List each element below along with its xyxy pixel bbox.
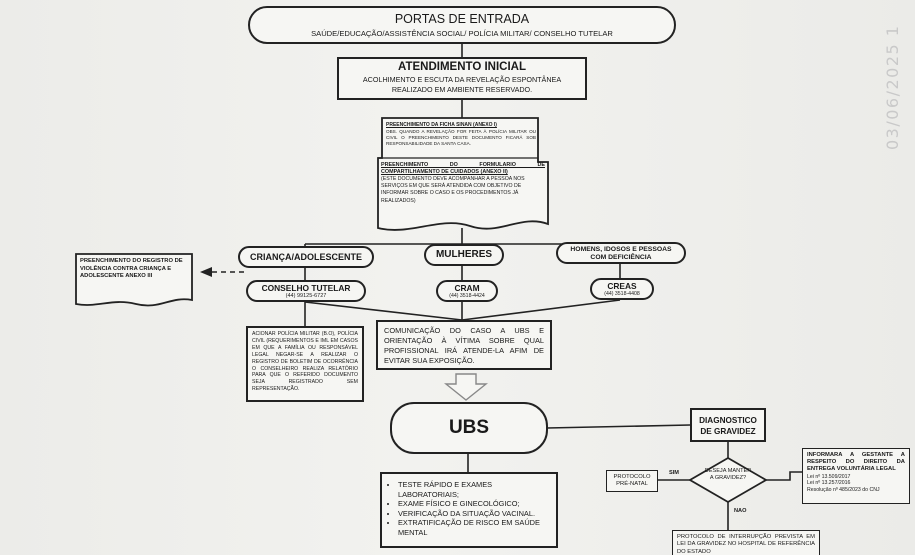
sinan-text: PREENCHIMENTO DA FICHA SINAN (ANEXO I) O… (386, 122, 536, 158)
cram-phone: (44) 3518-4424 (449, 293, 485, 299)
connector (546, 424, 691, 429)
sinan-title: PREENCHIMENTO DA FICHA SINAN (ANEXO I) (386, 122, 497, 128)
conselho-name: CONSELHO TUTELAR (261, 283, 351, 293)
atendimento-inicial-box: ATENDIMENTO INICIAL ACOLHIMENTO E ESCUTA… (337, 57, 587, 100)
list-item: TESTE RÁPIDO E EXAMES LABORATORIAIS; (398, 480, 550, 499)
law-item: Lei nº 13.509/2017 (807, 473, 851, 480)
deseja-manter-label: DESEJA MANTER A GRAVIDEZ? (704, 468, 752, 481)
connector (304, 301, 463, 321)
informar-gestante-box: INFORMARA A GESTANTE A RESPEITO DO DIREI… (802, 448, 910, 504)
atendimento-line2: REALIZADO EM AMBIENTE RESERVADO. (391, 85, 533, 94)
diagnostico-gravidez-box: DIAGNOSTICO DE GRAVIDEZ (690, 408, 766, 442)
acionar-policia-box: ACIONAR POLÍCIA MILITAR (B.O), POLÍCIA C… (246, 326, 364, 402)
date-stamp: 03/06/2025 1 (883, 24, 902, 150)
conselho-phone: (44) 99125-6727 (285, 293, 327, 299)
ubs-exams-list: TESTE RÁPIDO E EXAMES LABORATORIAIS; EXA… (386, 480, 550, 537)
protocolo-interrupcao-box: PROTOCOLO DE INTERRUPÇÃO PREVISTA EM LEI… (672, 530, 820, 555)
law-item: Resolução nº 485/2023 do CNJ (807, 486, 880, 493)
registro-text: PREENCHIMENTO DO REGISTRO DE VIOLÊNCIA C… (80, 258, 183, 280)
mulheres-pill: MULHERES (424, 244, 504, 266)
list-item: EXAME FÍSICO E GINECOLÓGICO; (398, 499, 550, 509)
homens-idosos-pill: HOMENS, IDOSOS E PESSOAS COM DEFICIÊNCIA (556, 242, 686, 264)
protocolo-pre-natal-box: PROTOCOLO PRÉ-NATAL (606, 470, 658, 492)
connector (765, 471, 802, 481)
formulario-text: PREENCHIMENTO DO FORMULÁRIO DE COMPARTIL… (381, 162, 545, 220)
creas-phone: (44) 3518-4408 (604, 291, 640, 297)
portas-de-entrada-box: PORTAS DE ENTRADA SAÚDE/EDUCAÇÃO/ASSISTÊ… (248, 6, 676, 44)
registro-document-shape (75, 253, 193, 307)
cram-name: CRAM (454, 283, 480, 293)
informar-text: INFORMARA A GESTANTE A RESPEITO DO DIREI… (807, 452, 905, 473)
atendimento-title: ATENDIMENTO INICIAL (398, 61, 526, 73)
connector (461, 299, 621, 321)
ubs-pill: UBS (390, 402, 548, 454)
formulario-title: PREENCHIMENTO DO FORMULÁRIO DE COMPARTIL… (381, 162, 545, 175)
document-shape (377, 117, 549, 231)
sim-label: SIM (669, 470, 679, 476)
comunicacao-box: COMUNICAÇÃO DO CASO A UBS E ORIENTAÇÃO À… (376, 320, 552, 370)
creas-pill: CREAS (44) 3518-4408 (590, 278, 654, 300)
portas-subtitle: SAÚDE/EDUCAÇÃO/ASSISTÊNCIA SOCIAL/ POLÍC… (311, 29, 613, 38)
sinan-obs: OBS. QUANDO A REVELAÇÃO FOR FEITA À POLÍ… (386, 128, 536, 146)
nao-label: NÃO (734, 508, 747, 514)
law-item: Lei nº 13.257/2016 (807, 480, 851, 487)
portas-title: PORTAS DE ENTRADA (394, 12, 530, 26)
list-item: EXTRATIFICAÇÃO DE RISCO EM SAÚDE MENTAL (398, 518, 550, 537)
cram-pill: CRAM (44) 3518-4424 (436, 280, 498, 302)
decision-diamond (688, 456, 768, 504)
document-fold (378, 157, 539, 162)
ubs-exams-box: TESTE RÁPIDO E EXAMES LABORATORIAIS; EXA… (380, 472, 558, 548)
formulario-body: (ESTE DOCUMENTO DEVE ACOMPANHAR A PESSOA… (381, 176, 525, 204)
list-item: VERIFICAÇÃO DA SITUAÇÃO VACINAL. (398, 509, 550, 519)
arrow-head-icon (200, 267, 212, 277)
crianca-adolescente-pill: CRIANÇA/ADOLESCENTE (238, 246, 374, 268)
atendimento-line1: ACOLHIMENTO E ESCUTA DA REVELAÇÃO ESPONT… (362, 75, 562, 84)
conselho-tutelar-pill: CONSELHO TUTELAR (44) 99125-6727 (246, 280, 366, 302)
down-arrow-icon (444, 373, 488, 401)
creas-name: CREAS (607, 281, 637, 291)
